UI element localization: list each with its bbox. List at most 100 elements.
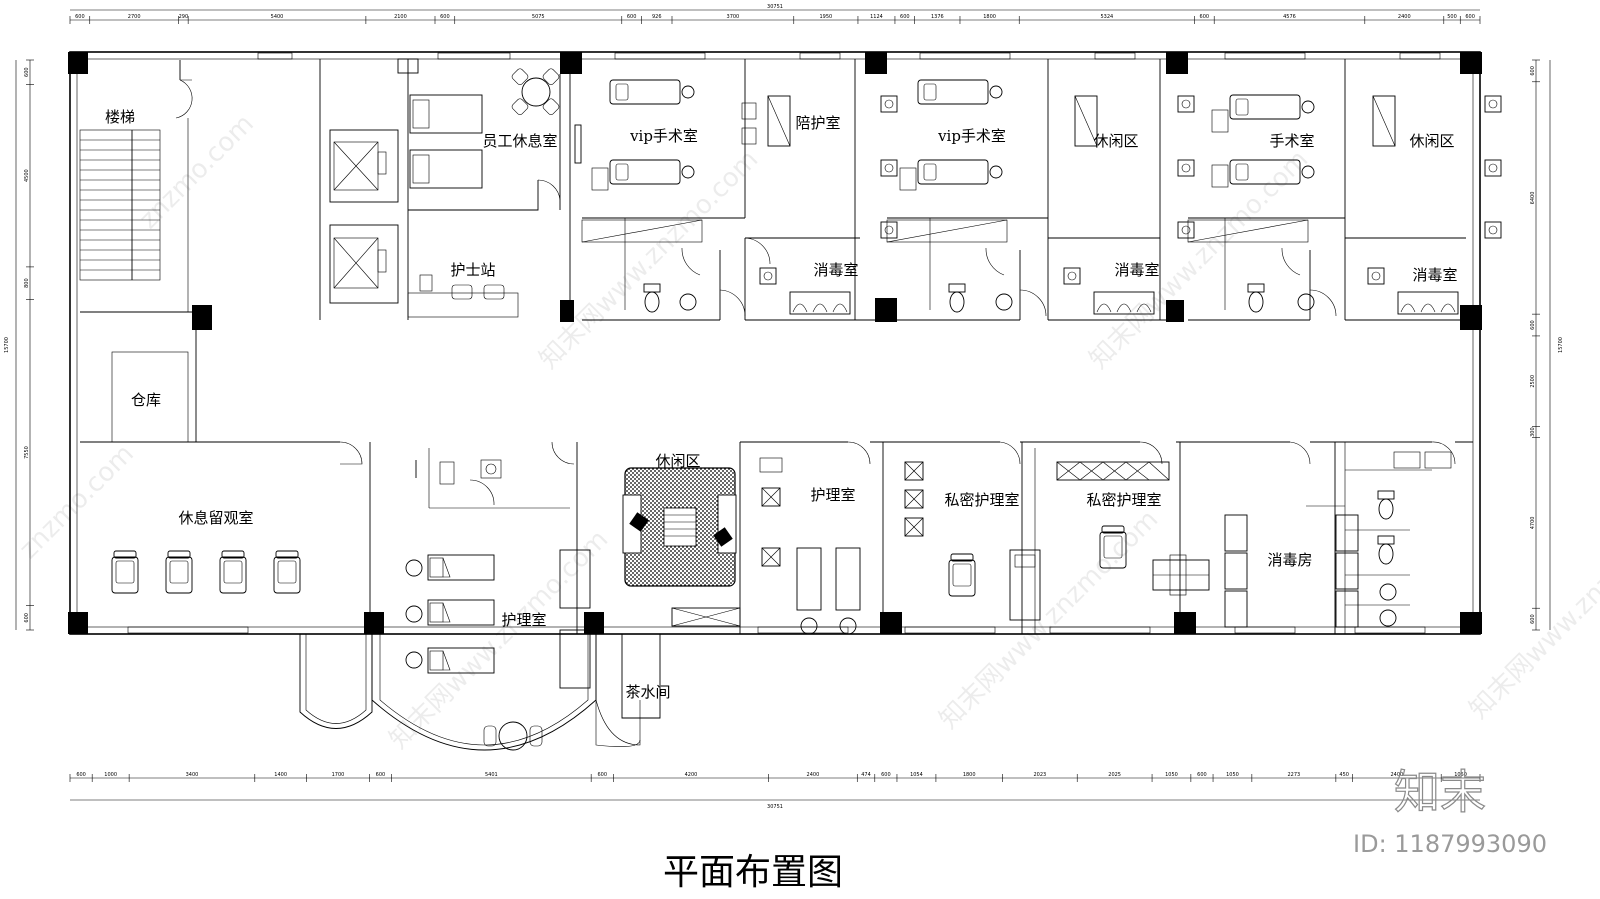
- care-room-furniture: [405, 459, 591, 751]
- label-tea-room: 茶水间: [625, 683, 670, 701]
- dimension-label: 7550: [24, 446, 30, 459]
- outer-walls: [69, 51, 1481, 635]
- dimension-label: 1376: [931, 14, 944, 20]
- label-private-care-1: 私密护理室: [944, 491, 1019, 509]
- dimension-label: 600: [440, 14, 450, 20]
- dimension-label: 3700: [727, 14, 740, 20]
- dimension-label: 2700: [128, 14, 141, 20]
- label-warehouse: 仓库: [131, 391, 161, 409]
- dimension-label: 290: [179, 14, 189, 20]
- label-private-care-2: 私密护理室: [1086, 491, 1161, 509]
- dimension-label: 2400: [1398, 14, 1411, 20]
- dim-total-left: 15700: [4, 337, 10, 353]
- dimension-label: 600: [1200, 14, 1210, 20]
- dimension-label: 474: [861, 772, 871, 778]
- dimension-label: 600: [597, 772, 607, 778]
- label-stairs: 楼梯: [105, 108, 135, 126]
- label-companion: 陪护室: [795, 114, 840, 132]
- dimension-label: 1800: [983, 14, 996, 20]
- label-vip-surgery-1: vip手术室: [629, 127, 698, 145]
- surgery-suite-furniture: [581, 79, 1502, 315]
- dimension-label: 600: [1530, 614, 1536, 624]
- structural-columns: [68, 52, 1482, 634]
- dimension-label: 1700: [332, 772, 345, 778]
- private-care-furniture: [904, 461, 1210, 621]
- dimension-label: 5324: [1100, 14, 1113, 20]
- dimension-label: 5075: [532, 14, 545, 20]
- dimension-label: 5400: [271, 14, 284, 20]
- dimension-label: 926: [652, 14, 662, 20]
- image-id: ID: 1187993090: [1353, 830, 1547, 858]
- label-leisure-1: 休闲区: [1093, 132, 1138, 150]
- dimension-label: 4700: [1530, 517, 1536, 530]
- dimension-label: 600: [1465, 14, 1475, 20]
- dim-total-bottom: 30751: [767, 804, 783, 810]
- staff-lounge-furniture: [409, 68, 582, 300]
- dimension-label: 3400: [186, 772, 199, 778]
- dimension-label: 600: [24, 67, 30, 77]
- label-leisure-2: 休闲区: [1409, 132, 1454, 150]
- dimension-label: 800: [24, 278, 30, 288]
- dimension-label: 600: [881, 772, 891, 778]
- dimension-label: 4500: [24, 169, 30, 182]
- dimension-label: 600: [376, 772, 386, 778]
- dimension-label: 2400: [807, 772, 820, 778]
- label-leisure-center: 休闲区: [655, 452, 700, 470]
- label-nurse-station: 护士站: [450, 261, 495, 279]
- brand-logo: 知末: [1394, 765, 1486, 819]
- interior-walls: [80, 58, 1473, 634]
- dimension-label: 2273: [1287, 772, 1300, 778]
- dimension-label: 300: [1530, 427, 1536, 437]
- dimension-label: 1800: [963, 772, 976, 778]
- dimension-label: 2100: [394, 14, 407, 20]
- drawing-title: 平面布置图: [663, 852, 843, 893]
- dimension-label: 600: [900, 14, 910, 20]
- dimension-label: 5401: [485, 772, 498, 778]
- dim-total-top: 30751: [767, 4, 783, 10]
- stair-treads: [79, 129, 161, 281]
- care-room-2-furniture: [759, 457, 861, 635]
- label-staff-lounge: 员工休息室: [482, 132, 557, 150]
- dimension-label: 1050: [1454, 772, 1467, 778]
- dimension-label: 1054: [910, 772, 923, 778]
- disinfection-house-furniture: [1224, 451, 1452, 628]
- label-disinfect-1: 消毒室: [813, 261, 858, 279]
- label-disinfect-room: 消毒房: [1267, 551, 1312, 569]
- dimension-label: 500: [1447, 14, 1457, 20]
- label-vip-surgery-2: vip手术室: [937, 127, 1006, 145]
- elevator-shafts: [329, 129, 399, 304]
- dimension-label: 600: [75, 14, 85, 20]
- dimension-label: 2500: [1530, 375, 1536, 388]
- dimension-label: 450: [1339, 772, 1349, 778]
- dim-total-right: 15700: [1558, 337, 1564, 353]
- label-care-1: 护理室: [810, 486, 855, 504]
- dimension-label: 600: [24, 613, 30, 623]
- label-observation: 休息留观室: [178, 509, 253, 527]
- dimension-label: 600: [1197, 772, 1207, 778]
- central-lounge: [622, 467, 741, 627]
- dimension-label: 2400: [1390, 772, 1403, 778]
- dimension-label: 1050: [1226, 772, 1239, 778]
- dimension-label: 1050: [1165, 772, 1178, 778]
- dimension-label: 4200: [685, 772, 698, 778]
- dimension-label: 600: [76, 772, 86, 778]
- dimension-label: 1400: [274, 772, 287, 778]
- doors: [175, 79, 1456, 506]
- dimension-label: 2023: [1033, 772, 1046, 778]
- dimension-label: 1124: [870, 14, 883, 20]
- dimension-label: 600: [1530, 66, 1536, 76]
- dimension-label: 1000: [104, 772, 117, 778]
- dimension-label: 4576: [1283, 14, 1296, 20]
- bay-windows: [299, 634, 661, 751]
- dimension-lines: 600 2700 290 5400 2100 600 5075 600 926 3700 1950 1…: [15, 9, 1551, 801]
- dimension-label: 2025: [1108, 772, 1121, 778]
- label-disinfect-3: 消毒室: [1412, 266, 1457, 284]
- label-surgery: 手术室: [1269, 132, 1314, 150]
- dimension-label: 6400: [1530, 192, 1536, 205]
- dimension-label: 1950: [819, 14, 832, 20]
- dimension-label: 600: [627, 14, 637, 20]
- dimension-label: 600: [1530, 320, 1536, 330]
- label-disinfect-2: 消毒室: [1114, 261, 1159, 279]
- room-labels: 楼梯 员工休息室 vip手术室 陪护室 vip手术室 休闲区 手术室 休闲区 护…: [105, 108, 1458, 701]
- label-care-2: 护理室: [501, 611, 546, 629]
